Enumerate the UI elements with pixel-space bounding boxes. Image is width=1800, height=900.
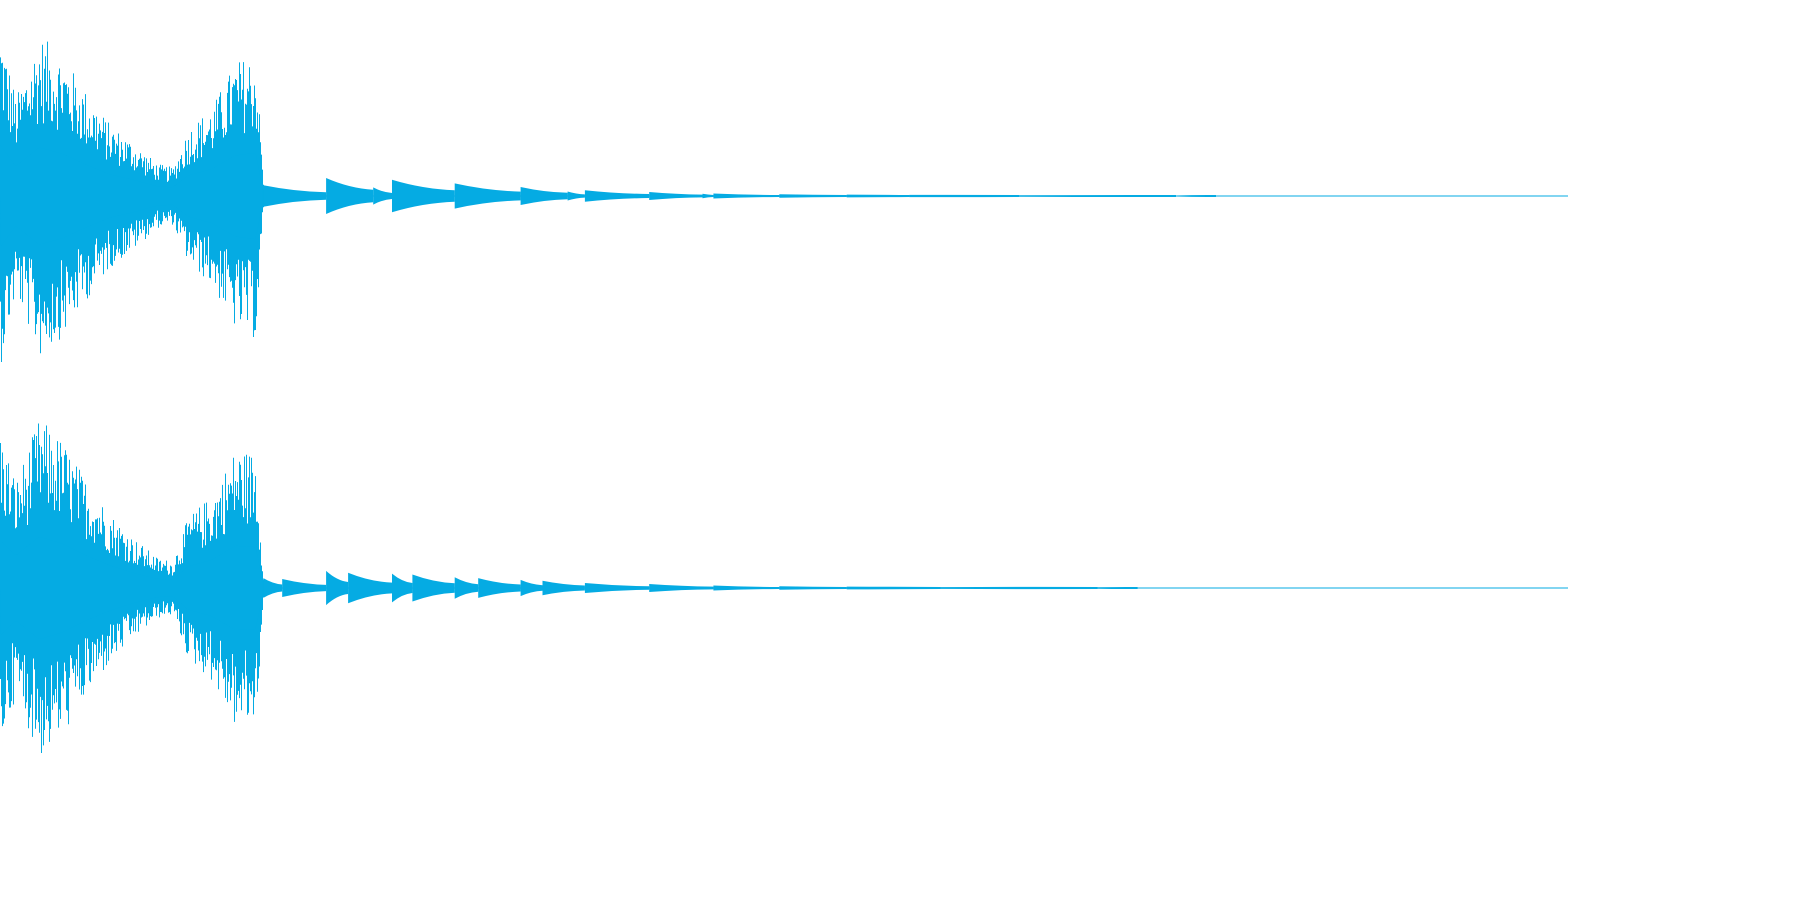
- decay-pulse-left: [846, 194, 910, 198]
- decay-pulse-right: [282, 579, 327, 597]
- decay-pulse-right: [412, 574, 455, 602]
- waveform-view[interactable]: [0, 0, 1568, 784]
- decay-pulse-right: [649, 584, 714, 592]
- decay-pulse-left: [713, 193, 780, 199]
- decay-pulse-left: [373, 187, 392, 205]
- decay-pulse-left: [649, 192, 703, 200]
- burst-core-right: [0, 536, 263, 640]
- decay-pulse-left: [584, 190, 650, 202]
- decay-pulse-left: [1176, 194, 1216, 198]
- decay-pulse-left: [520, 187, 568, 205]
- decay-pulse-right: [392, 573, 413, 603]
- decay-pulse-left: [702, 193, 714, 199]
- decay-pulse-right: [326, 570, 349, 606]
- decay-pulse-right: [940, 586, 1098, 590]
- decay-pulse-left: [263, 185, 327, 207]
- decay-pulse-right: [478, 578, 521, 598]
- decay-pulse-right: [779, 586, 847, 590]
- decay-pulse-left: [392, 179, 455, 213]
- decay-pulse-left: [1019, 194, 1176, 198]
- decay-pulse-right: [520, 579, 543, 597]
- decay-pulse-left: [326, 178, 374, 214]
- decay-pulse-right: [584, 583, 650, 593]
- channel-right-waveform: [0, 423, 1568, 753]
- decay-pulse-right: [263, 578, 283, 598]
- decay-pulse-right: [454, 577, 479, 599]
- decay-pulse-left: [909, 194, 1020, 198]
- decay-pulse-right: [1097, 586, 1138, 590]
- channel-left-waveform: [0, 41, 1568, 362]
- decay-pulse-right: [348, 572, 392, 604]
- decay-pulse-right: [713, 585, 780, 591]
- burst-core-left: [0, 144, 263, 246]
- decay-pulse-left: [779, 194, 847, 198]
- decay-pulse-left: [454, 183, 521, 209]
- decay-pulse-right: [846, 586, 941, 590]
- waveform-canvas[interactable]: [0, 0, 1568, 784]
- decay-pulse-right: [542, 580, 585, 596]
- decay-pulse-left: [567, 191, 585, 201]
